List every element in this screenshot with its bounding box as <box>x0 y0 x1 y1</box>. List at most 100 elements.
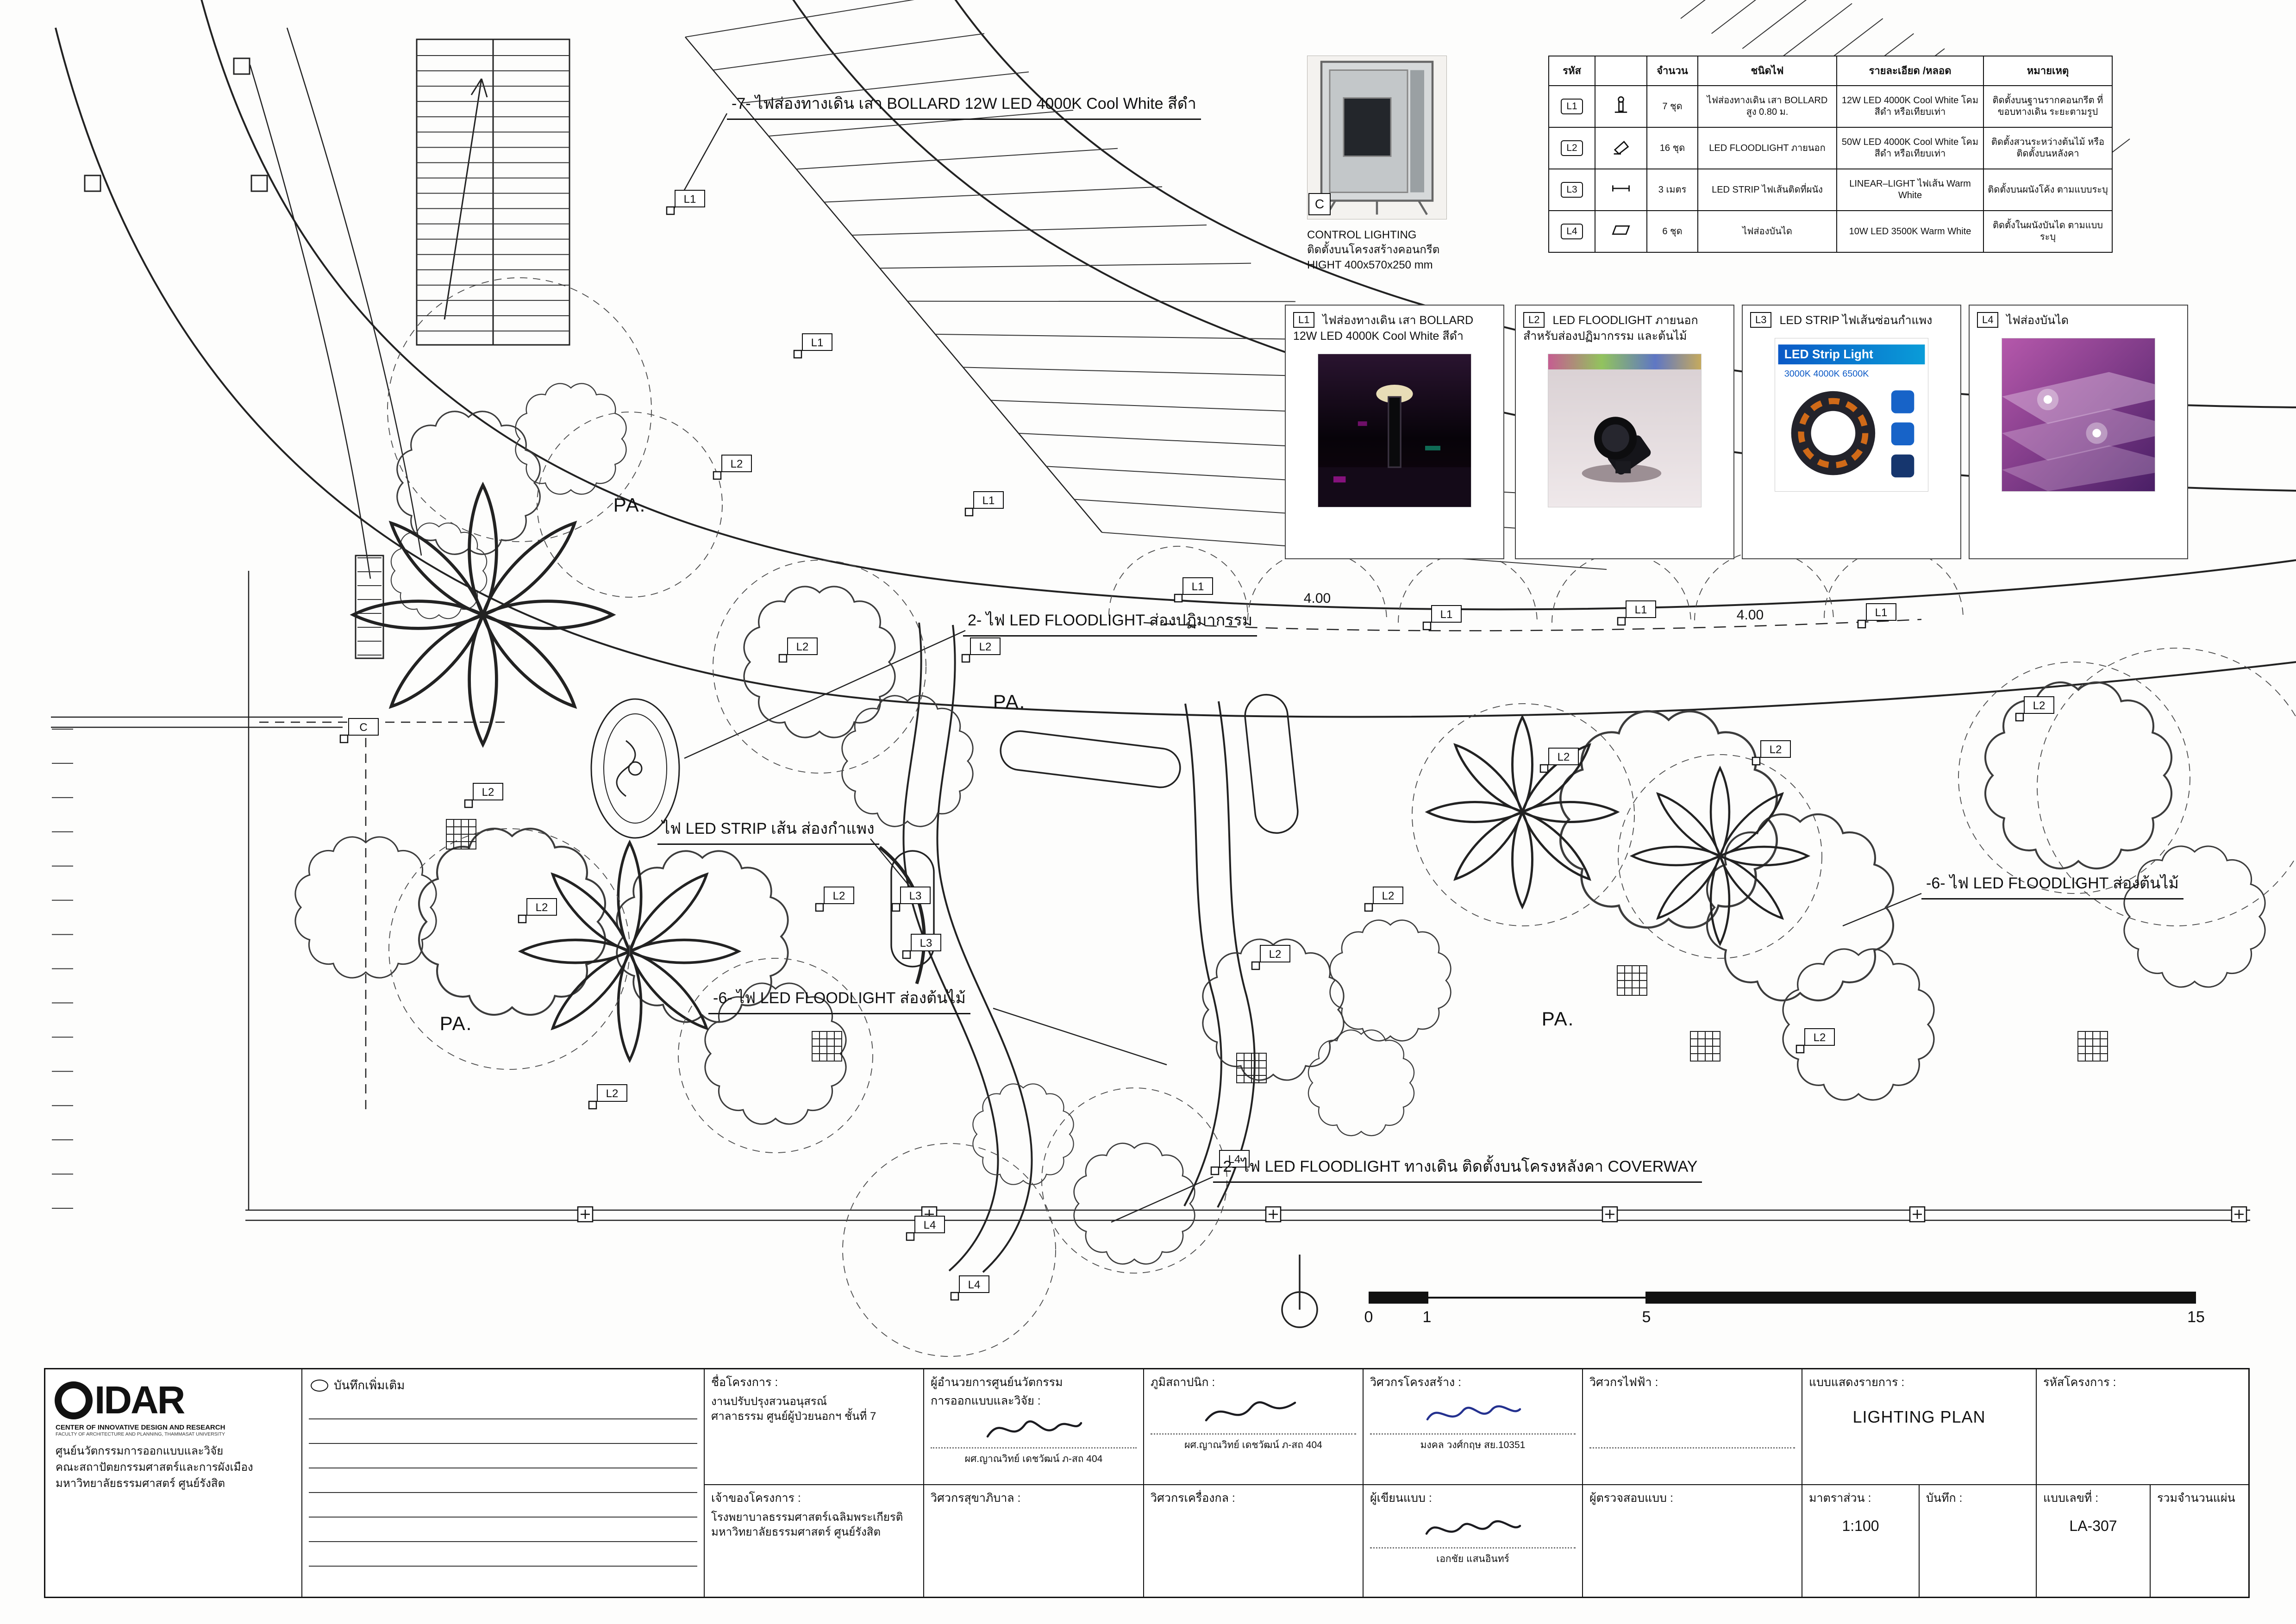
landscape-architect-cell: ภูมิสถาปนิก : ผศ.ญาณวิทย์ เดชวัฒน์ ภ-สถ … <box>1143 1369 1363 1484</box>
cell-qty: 6 ชุด <box>1646 210 1698 253</box>
mechanical-engineer-cell: วิศวกรเครื่องกล : <box>1143 1484 1363 1597</box>
scale-label-5: 5 <box>1642 1308 1651 1326</box>
stair-treads <box>417 55 569 331</box>
light-fixture-tag-l2: L2 <box>1752 740 1791 766</box>
light-fixture-tag-l2: L2 <box>1539 748 1579 773</box>
light-fixture-tag-l2: L2 <box>815 887 854 912</box>
light-beam-arc <box>1412 703 1635 926</box>
code-l4: L4 <box>1561 223 1583 240</box>
strip-kelvin-text: 3000K 4000K 6500K <box>1784 369 1869 379</box>
checker-cell: ผู้ตรวจสอบแบบ : <box>1582 1484 1802 1597</box>
area-label-pa3: PA. <box>440 1012 473 1034</box>
product-subtitle: 12W LED 4000K Cool White สีดำ <box>1293 329 1464 343</box>
tree-symbol <box>1073 1143 1195 1265</box>
walkway-light-arc <box>1694 550 1834 621</box>
svg-text:L2: L2 <box>979 641 992 653</box>
cell-type: ไฟส่องบันได <box>1697 210 1837 253</box>
svg-text:L2: L2 <box>1814 1031 1826 1044</box>
walkway-curves <box>55 0 2296 1273</box>
cell-code: L2 <box>1548 127 1595 169</box>
cell-code: L4 <box>1548 210 1595 253</box>
svg-text:L2: L2 <box>1382 890 1395 902</box>
org-line-1: ศูนย์นวัตกรรมการออกแบบและวิจัย <box>56 1445 224 1457</box>
product-tag-l3: L3 <box>1750 312 1772 328</box>
scale-cell: มาตราส่วน : 1:100 <box>1802 1484 1919 1597</box>
notes-rule <box>309 1418 697 1419</box>
svg-text:L2: L2 <box>796 641 809 653</box>
owner-cell: เจ้าของโครงการ : โรงพยาบาลธรรมศาสตร์เฉลิ… <box>704 1484 923 1597</box>
cell-detail: LINEAR–LIGHT ไฟเส้น Warm White <box>1836 169 1984 211</box>
mechanical-label: วิศวกรเครื่องกล : <box>1151 1492 1235 1505</box>
landscape-name: ผศ.ญาณวิทย์ เดชวัฒน์ ภ-สถ 404 <box>1184 1440 1322 1450</box>
org-line-2: คณะสถาปัตยกรรมศาสตร์และการผังเมือง <box>56 1461 253 1474</box>
schedule-row-l4: L4 6 ชุด ไฟส่องบันได 10W LED 3500K Warm … <box>1548 210 2113 253</box>
svg-text:L2: L2 <box>606 1087 619 1100</box>
walkway-light-arc <box>1552 553 1691 623</box>
scale-line <box>1427 1297 1646 1299</box>
cell-code: L3 <box>1548 169 1595 211</box>
product-tag-l4: L4 <box>1977 312 1999 328</box>
scale-bar: 0 1 5 15 <box>1364 1292 2205 1334</box>
title-block: IDAR CENTER OF INNOVATIVE DESIGN AND RES… <box>44 1368 2250 1598</box>
electrical-label: วิศวกรไฟฟ้า : <box>1589 1376 1658 1389</box>
owner-line-2: มหาวิทยาลัยธรรมศาสตร์ ศูนย์รังสิต <box>711 1526 881 1539</box>
light-fixture-tag-l4: L4 <box>1210 1150 1250 1175</box>
light-beam-arc <box>678 958 873 1153</box>
light-beam-arc <box>713 560 926 774</box>
annotation-floodlight-sculpture: 2- ไฟ LED FLOODLIGHT ส่องปฏิมากรรม <box>963 607 1257 637</box>
header-qty: จำนวน <box>1646 56 1698 86</box>
floodlight-icon <box>1614 140 1629 155</box>
cell-detail: 10W LED 3500K Warm White <box>1836 210 1984 253</box>
light-fixture-tag-l1: L1 <box>1422 605 1462 631</box>
tree-symbol <box>294 836 437 979</box>
signature-rule <box>1151 1433 1356 1435</box>
tree-symbol <box>515 383 627 495</box>
boundary-marker <box>2231 1206 2247 1223</box>
svg-text:L2: L2 <box>536 901 548 914</box>
note-label: บันทึก : <box>1926 1492 1963 1505</box>
code-l3: L3 <box>1561 181 1583 198</box>
drawing-name-cell: แบบแสดงรายการ : LIGHTING PLAN <box>1802 1369 2036 1484</box>
drain-grate-symbol <box>1236 1053 1267 1083</box>
bollard-icon <box>1614 96 1627 113</box>
light-beam-arc <box>537 412 723 598</box>
director-cell: ผู้อำนวยการศูนย์นวัตกรรม การออกแบบและวิจ… <box>923 1369 1143 1484</box>
project-name-cell: ชื่อโครงการ : งานปรับปรุงสวนอนุสรณ์ ศาลา… <box>704 1369 923 1484</box>
owner-label: เจ้าของโครงการ : <box>711 1492 801 1505</box>
area-label-pa1: PA. <box>613 494 646 516</box>
light-beam-arc <box>1958 662 2190 894</box>
light-fixture-tag-l2: L2 <box>1251 945 1290 970</box>
light-fixture-tag-l1: L1 <box>1174 577 1213 603</box>
project-code-cell: รหัสโครงการ : <box>2036 1369 2251 1484</box>
tree-symbol <box>743 586 896 738</box>
svg-text:L2: L2 <box>482 786 494 799</box>
header-remark: หมายเหตุ <box>1983 56 2113 86</box>
note-cell: บันทึก : <box>1919 1484 2036 1597</box>
control-cabinet-drawing <box>1320 61 1434 215</box>
drain-grate-symbol <box>2077 1031 2108 1062</box>
light-beam-arc <box>1041 1087 1227 1274</box>
director-label-2: การออกแบบและวิจัย : <box>931 1394 1041 1407</box>
light-beam-arc <box>388 828 630 1070</box>
area-label-pa2: PA. <box>993 691 1026 712</box>
control-caption-title: CONTROL LIGHTING <box>1307 229 1417 241</box>
owner-line-1: โรงพยาบาลธรรมศาสตร์เฉลิมพระเกียรติ <box>711 1511 903 1524</box>
light-fixture-tag-l1: L1 <box>793 333 832 359</box>
cell-symbol <box>1595 85 1647 128</box>
org-line-3: มหาวิทยาลัยธรรมศาสตร์ ศูนย์รังสิต <box>56 1477 225 1490</box>
svg-text:L2: L2 <box>731 458 743 470</box>
svg-text:L3: L3 <box>920 937 932 949</box>
svg-text:C: C <box>359 721 367 734</box>
landscape-signature <box>1205 1401 1296 1422</box>
header-symbol <box>1595 56 1647 86</box>
cell-qty: 16 ชุด <box>1646 127 1698 169</box>
logo-caption-1: CENTER OF INNOVATIVE DESIGN AND RESEARCH <box>56 1424 225 1431</box>
light-fixture-tag-l2: L2 <box>1364 887 1403 912</box>
cell-qty: 3 เมตร <box>1646 169 1698 211</box>
structural-engineer-cell: วิศวกรโครงสร้าง : มงคล วงศ์กฤษ สย.10351 <box>1363 1369 1582 1484</box>
product-title: LED STRIP ไฟเส้นซ่อนกำแพง <box>1779 314 1933 327</box>
director-name: ผศ.ญาณวิทย์ เดชวัฒน์ ภ-สถ 404 <box>964 1454 1103 1464</box>
boundary-marker <box>1602 1206 1618 1223</box>
bench-shapes <box>890 693 1299 968</box>
sheet-label: แบบเลขที่ : <box>2043 1492 2099 1505</box>
